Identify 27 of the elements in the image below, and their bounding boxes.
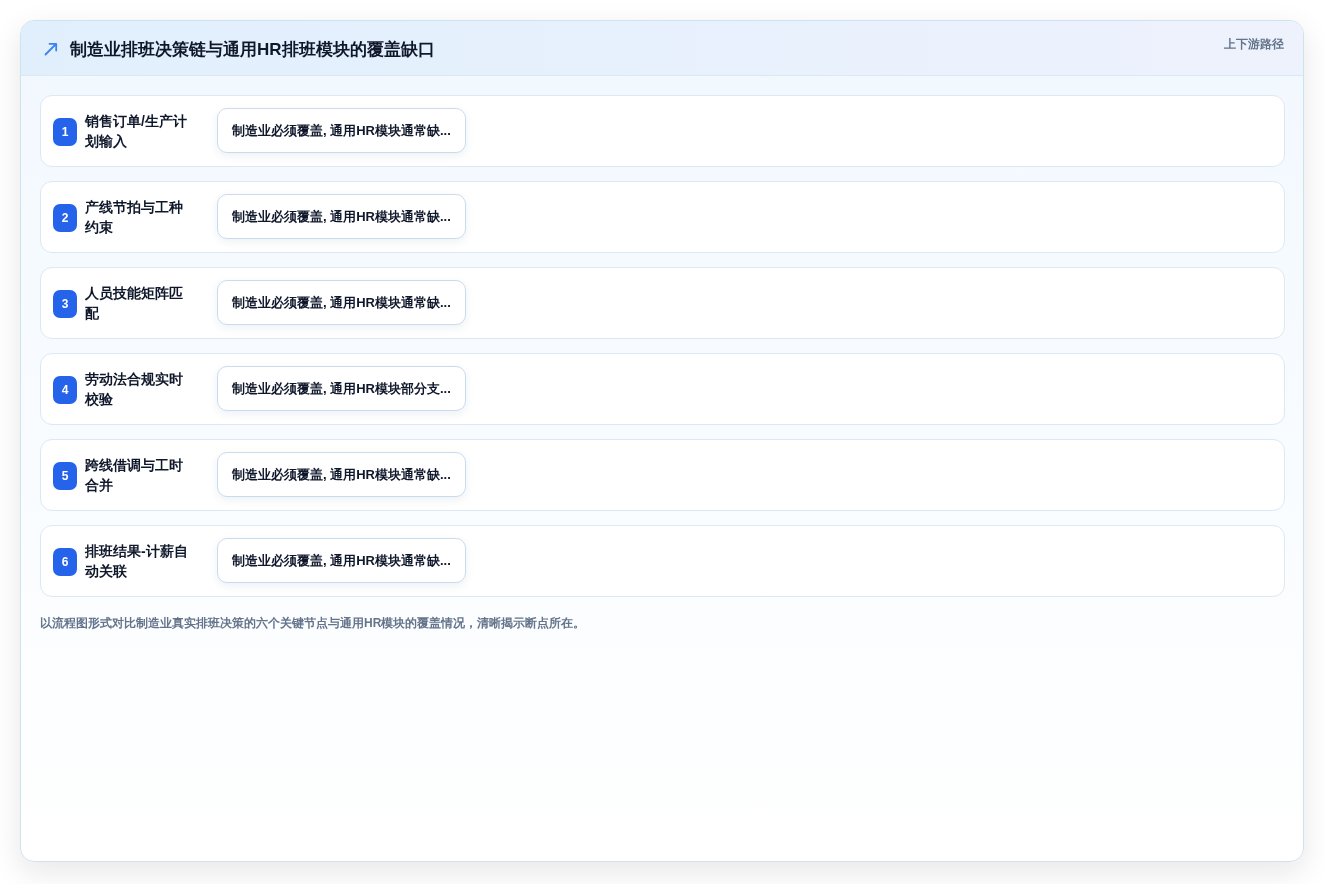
step-number-badge: 2 bbox=[53, 204, 77, 232]
header-note: 上下游路径 bbox=[1224, 36, 1284, 52]
step-row bbox=[40, 95, 1285, 167]
step-row bbox=[40, 525, 1285, 597]
step-title: 产线节拍与工种约束 bbox=[85, 198, 184, 237]
panel-title: 制造业排班决策链与通用HR排班模块的覆盖缺口 bbox=[70, 39, 435, 61]
coverage-note: 制造业必须覆盖, 通用HR模块通常缺... bbox=[217, 538, 466, 583]
step-title: 跨线借调与工时合并 bbox=[85, 456, 184, 495]
step-row bbox=[40, 267, 1285, 339]
coverage-note: 制造业必须覆盖, 通用HR模块部分支... bbox=[217, 366, 466, 411]
coverage-note: 制造业必须覆盖, 通用HR模块通常缺... bbox=[217, 452, 466, 497]
step-number-badge: 4 bbox=[53, 376, 77, 404]
step-number-badge: 3 bbox=[53, 290, 77, 318]
caption-text: 以流程图形式对比制造业真实排班决策的六个关键节点与通用HR模块的覆盖情况，清晰揭示断点所在。 bbox=[40, 615, 586, 631]
coverage-note: 制造业必须覆盖, 通用HR模块通常缺... bbox=[217, 108, 466, 153]
step-title: 劳动法合规实时校验 bbox=[85, 370, 184, 409]
step-row bbox=[40, 181, 1285, 253]
step-title: 销售订单/生产计划输入 bbox=[85, 112, 188, 151]
step-number-badge: 1 bbox=[53, 118, 77, 146]
step-number-badge: 5 bbox=[53, 462, 77, 490]
step-title: 排班结果-计薪自动关联 bbox=[85, 542, 189, 581]
step-title: 人员技能矩阵匹配 bbox=[85, 284, 184, 323]
coverage-note: 制造业必须覆盖, 通用HR模块通常缺... bbox=[217, 280, 466, 325]
step-row bbox=[40, 353, 1285, 425]
coverage-note: 制造业必须覆盖, 通用HR模块通常缺... bbox=[217, 194, 466, 239]
step-number-badge: 6 bbox=[53, 548, 77, 576]
step-row bbox=[40, 439, 1285, 511]
